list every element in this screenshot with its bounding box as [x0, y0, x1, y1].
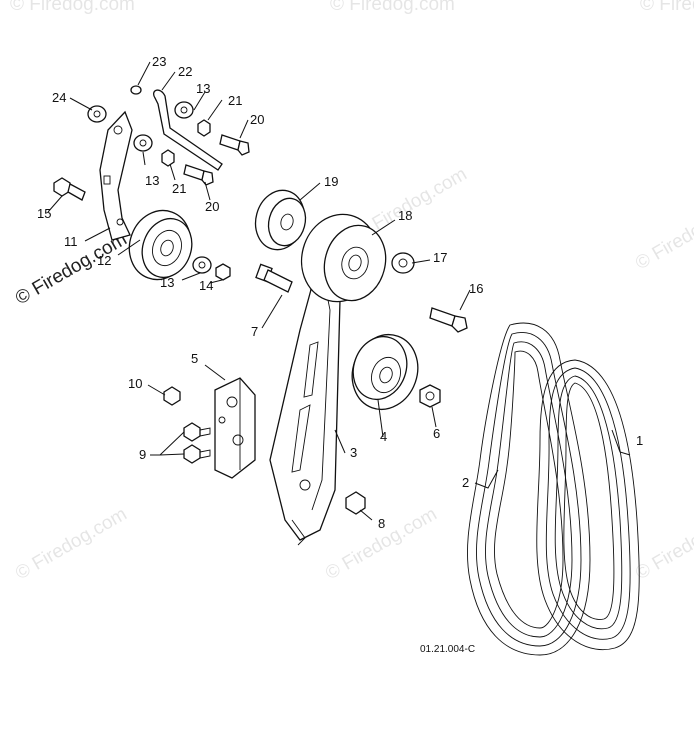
bolt-15 — [53, 177, 86, 201]
callout-21b: 21 — [172, 181, 186, 196]
leader-lines — [47, 61, 631, 521]
callout-20b: 20 — [205, 199, 219, 214]
nut-6 — [419, 384, 441, 408]
callout-12: 12 — [97, 253, 111, 268]
callout-8: 8 — [378, 516, 385, 531]
spacer-17 — [391, 252, 415, 274]
callout-3: 3 — [350, 445, 357, 460]
callout-14: 14 — [199, 278, 213, 293]
callout-2: 2 — [462, 475, 469, 490]
callout-13c: 13 — [160, 275, 174, 290]
bolt-8 — [345, 491, 366, 515]
callout-18: 18 — [398, 208, 412, 223]
belt-1 — [536, 359, 640, 651]
idler-pulley-4 — [351, 334, 419, 410]
watermark: © Firedog.com — [12, 504, 131, 585]
watermark: © Firedog.com — [632, 504, 694, 585]
bracket-5 — [214, 377, 256, 479]
nut-24 — [87, 105, 107, 123]
callout-22: 22 — [178, 64, 192, 79]
callout-23: 23 — [152, 54, 166, 69]
pulley-18 — [300, 213, 387, 303]
callout-9: 9 — [139, 447, 146, 462]
belt-2 — [467, 322, 591, 656]
callout-16: 16 — [469, 281, 483, 296]
bolt-10 — [163, 386, 181, 406]
idler-arm-3 — [269, 269, 341, 546]
callout-7: 7 — [251, 324, 258, 339]
rod-22 — [153, 89, 223, 171]
callout-6: 6 — [433, 426, 440, 441]
diagram-reference-code: 01.21.004-C — [420, 644, 475, 655]
pulley-12 — [128, 209, 193, 281]
bolt-20 — [183, 134, 250, 186]
callout-4: 4 — [380, 429, 387, 444]
nut-21 — [161, 119, 211, 167]
callout-15: 15 — [37, 206, 51, 221]
callout-numbers: 1 2 3 4 5 6 7 8 9 10 11 12 13 13 13 14 1… — [37, 54, 643, 531]
callout-13b: 13 — [145, 173, 159, 188]
callout-13a: 13 — [196, 81, 210, 96]
nut-14 — [215, 263, 231, 281]
watermark: © Firedog.com — [632, 194, 694, 275]
bracket-11 — [99, 110, 133, 241]
callout-10: 10 — [128, 376, 142, 391]
callout-20a: 20 — [250, 112, 264, 127]
callout-5: 5 — [191, 351, 198, 366]
watermark: © Firedog.com — [640, 0, 694, 15]
watermark: © Firedog.com — [330, 0, 455, 15]
clip-23 — [130, 85, 142, 95]
callout-11: 11 — [64, 234, 78, 249]
watermark: © Firedog.com — [10, 0, 135, 15]
callout-24: 24 — [52, 90, 66, 105]
pulley-19 — [254, 189, 307, 251]
callout-1: 1 — [636, 433, 643, 448]
callout-17: 17 — [433, 250, 447, 265]
bolt-9 — [183, 422, 211, 464]
washer-13 — [133, 101, 212, 274]
bolt-7 — [255, 263, 293, 293]
bolt-16 — [429, 307, 468, 333]
callout-19: 19 — [324, 174, 338, 189]
callout-21a: 21 — [228, 93, 242, 108]
